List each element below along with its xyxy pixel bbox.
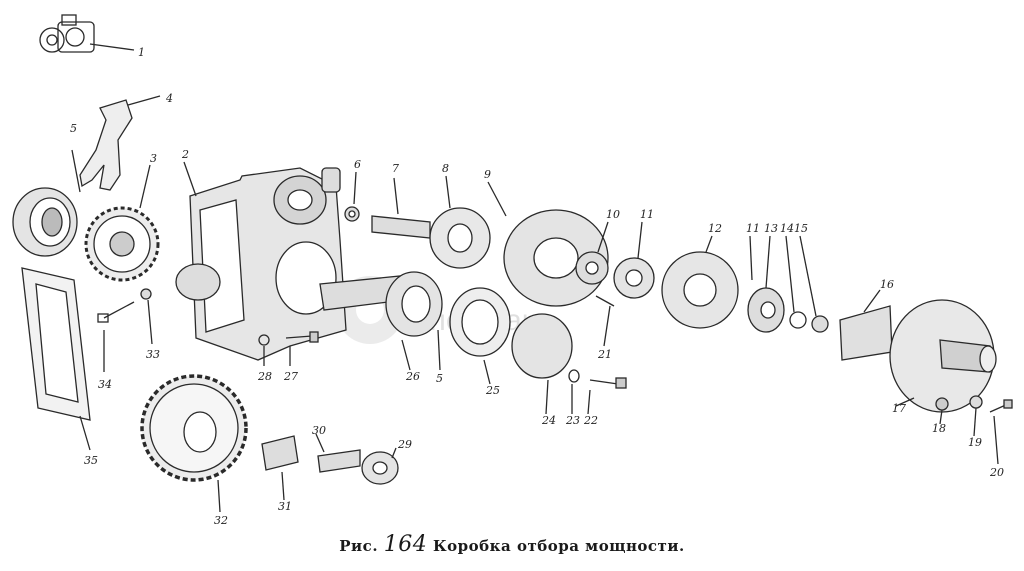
part-12-driven-gear xyxy=(661,235,739,329)
callout-31: 31 xyxy=(278,500,292,513)
part-27-bolt xyxy=(285,331,319,366)
callout-34: 34 xyxy=(98,378,112,391)
callout-13: 13 xyxy=(764,222,778,235)
callout-16: 16 xyxy=(880,278,894,291)
part-30-shaft xyxy=(315,433,361,473)
part-28-washer xyxy=(258,334,270,366)
part-23-washer xyxy=(568,369,580,414)
part-25-gasket-ring xyxy=(449,287,511,385)
callout-15: 15 xyxy=(794,222,808,235)
part-19-washer xyxy=(969,395,983,437)
callout-17: 17 xyxy=(892,402,906,415)
callout-27: 27 xyxy=(283,370,298,383)
callout-18: 18 xyxy=(932,422,946,435)
callout-23: 23 xyxy=(565,414,580,427)
callout-21: 21 xyxy=(597,348,612,361)
part-18-nut xyxy=(935,397,949,425)
part-5-second-bearing xyxy=(385,271,443,371)
part-10-washer xyxy=(575,221,609,285)
part-5-ball-bearing xyxy=(12,149,81,257)
part-6-nut xyxy=(344,171,360,222)
callout-33: 33 xyxy=(146,348,160,361)
part-1-assembly-icon xyxy=(39,14,135,53)
callout-19: 19 xyxy=(968,436,982,449)
callout-5: 5 xyxy=(70,122,77,135)
part-4-shift-fork xyxy=(79,95,161,191)
callout-30: 30 xyxy=(312,424,326,437)
part-31-needle-bearing xyxy=(261,435,299,501)
callout-8: 8 xyxy=(442,162,449,175)
callout-4: 4 xyxy=(165,92,173,105)
part-11-ring xyxy=(613,221,655,299)
callout-35: 35 xyxy=(84,454,98,467)
part-20-bolt xyxy=(989,399,1013,465)
part-24-cover-plate xyxy=(511,313,573,415)
callout-labels: 1 2 3 4 5 6 7 8 9 10 11 12 11 13 14 15 1… xyxy=(70,46,1004,527)
callout-12: 12 xyxy=(708,222,722,235)
caption-prefix: Рис. xyxy=(339,537,379,555)
part-13-bearing xyxy=(747,235,785,333)
part-22-bolt xyxy=(587,377,627,415)
callout-26: 26 xyxy=(405,370,420,383)
part-9-bearing-cover xyxy=(487,181,609,307)
callout-2: 2 xyxy=(181,148,189,161)
callout-29: 29 xyxy=(397,438,412,451)
part-11-second-ring xyxy=(749,235,753,281)
callout-14: 14 xyxy=(780,222,794,235)
caption-title: Коробка отбора мощности. xyxy=(433,537,685,555)
callout-11: 11 xyxy=(640,208,654,221)
callout-7: 7 xyxy=(392,162,399,175)
part-3-spur-gear xyxy=(84,164,160,282)
part-33-nut xyxy=(140,288,153,345)
callout-6: 6 xyxy=(354,158,361,171)
caption-number: 164 xyxy=(383,532,428,557)
callout-20: 20 xyxy=(989,466,1004,479)
part-8-flange xyxy=(429,175,491,269)
part-17-end-housing xyxy=(889,299,997,413)
callout-32: 32 xyxy=(214,514,228,527)
part-34-bolt xyxy=(97,301,135,372)
part-16-spring xyxy=(839,289,893,361)
part-7-splined-shaft xyxy=(371,177,431,239)
callout-9: 9 xyxy=(484,168,491,181)
callout-5-second: 5 xyxy=(436,372,443,385)
callout-1: 1 xyxy=(138,46,145,59)
callout-24: 24 xyxy=(541,414,556,427)
callout-11-second: 11 xyxy=(746,222,760,235)
part-21-bolt xyxy=(595,295,615,347)
part-14-snap-ring xyxy=(785,235,807,329)
callout-22: 22 xyxy=(583,414,598,427)
part-32-large-gear xyxy=(140,374,248,513)
callout-3: 3 xyxy=(150,152,157,165)
part-29-washer xyxy=(361,447,399,485)
figure-caption: Рис. 164 Коробка отбора мощности. xyxy=(0,532,1024,557)
callout-28: 28 xyxy=(257,370,272,383)
callout-25: 25 xyxy=(485,384,500,397)
part-35-gasket xyxy=(21,267,91,451)
part-2-gearbox-housing xyxy=(175,161,347,361)
callout-10: 10 xyxy=(606,208,620,221)
part-15-nut xyxy=(799,235,829,333)
